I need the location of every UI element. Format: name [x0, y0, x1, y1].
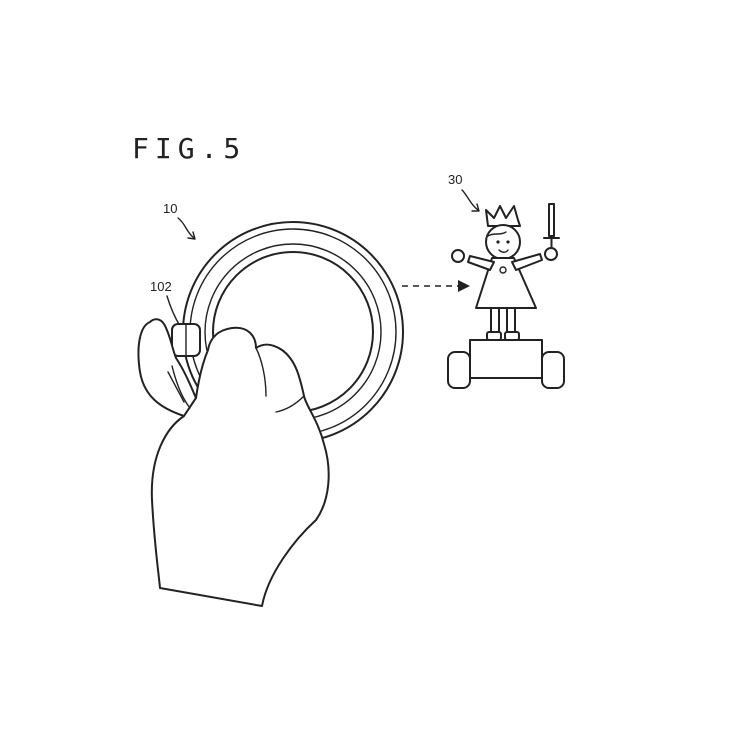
toy-eye-left: [496, 240, 500, 244]
ring-button: [171, 323, 201, 357]
figure-title: FIG.5: [132, 132, 246, 165]
grip-line: [167, 371, 185, 403]
finger-crease-1: [255, 347, 267, 397]
signal-arrow: [402, 280, 470, 292]
cart-base: [469, 339, 543, 379]
toy-leg-right: [506, 307, 516, 335]
toy-mouth: [498, 249, 509, 253]
toy-hand-right: [544, 247, 558, 261]
signal-arrow-head: [458, 280, 470, 292]
crown: [485, 205, 521, 227]
palm: [150, 326, 330, 607]
toy-body: [475, 257, 537, 309]
finger-crease-2: [275, 395, 305, 413]
toy-figure: [447, 203, 565, 389]
thumb-crease: [171, 365, 191, 409]
cart-wheel-left: [447, 351, 471, 389]
leader-controller-arrowhead: [187, 231, 196, 240]
thumb: [137, 318, 197, 417]
label-controller: 10: [163, 201, 177, 216]
leader-button: [166, 295, 181, 327]
toy-foot-right: [504, 331, 520, 341]
toy-arm-right: [511, 253, 543, 271]
toy-foot-left: [486, 331, 502, 341]
leader-controller: [177, 217, 195, 239]
toy-leg-left: [490, 307, 500, 335]
hand: [137, 318, 330, 607]
leader-toy: [461, 189, 479, 211]
toy-arm-left: [467, 255, 495, 271]
toy-eye-right: [506, 240, 510, 244]
label-button: 102: [150, 279, 172, 294]
cart-wheel-right: [541, 351, 565, 389]
leader-toy-arrowhead: [471, 203, 480, 212]
toy-hair: [487, 231, 507, 237]
toy-sword-blade: [548, 203, 555, 237]
toy-hand-left: [451, 249, 465, 263]
toy-button: [499, 266, 507, 274]
label-toy: 30: [448, 172, 462, 187]
toy-head: [485, 224, 521, 260]
